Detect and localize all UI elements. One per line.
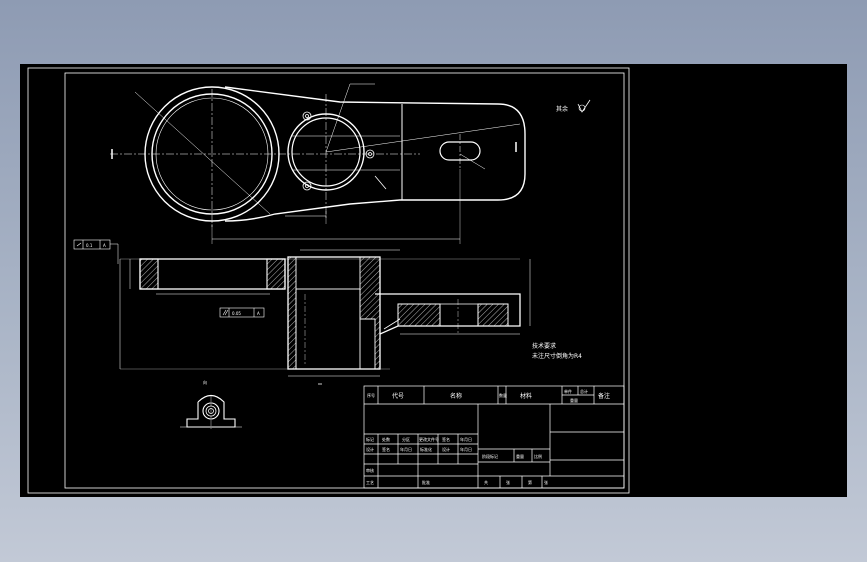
title-block <box>363 385 625 489</box>
aux-view <box>180 394 242 429</box>
cad-viewport[interactable]: 其余 0.1 A <box>20 64 847 497</box>
tb-stage-mark: 阶段标记 <box>482 453 498 459</box>
tb-design: 设计 <box>366 446 374 452</box>
tb-material: 材料 <box>520 392 532 400</box>
tb-approve: 批准 <box>422 479 430 485</box>
tb-review: 审核 <box>366 467 374 473</box>
tb-single: 单件 <box>564 388 572 394</box>
tech-req-title: 技术要求 <box>532 342 556 350</box>
tb-design-sign: 签名 <box>382 446 390 452</box>
tb-weight: 重量 <box>570 397 578 403</box>
parallel-tolerance: 0.05 <box>232 311 241 316</box>
tb-design2: 设计 <box>442 446 450 452</box>
cad-drawing: 其余 0.1 A <box>27 67 630 494</box>
tb-qty: 数量 <box>499 392 507 398</box>
tb-sheets-unit: 张 <box>506 479 510 485</box>
sheet-outer-border <box>27 67 630 494</box>
tb-zone: 分区 <box>402 436 410 442</box>
tb-stage-weight: 重量 <box>516 453 524 459</box>
tb-remark: 备注 <box>598 392 610 400</box>
tb-count: 处数 <box>382 436 390 442</box>
flatness-frame: 0.1 A <box>73 239 119 264</box>
tb-sheet-no: 第 <box>528 479 532 485</box>
tb-process: 工艺 <box>366 480 374 485</box>
tb-total-sheets: 共 <box>484 479 488 485</box>
parallelism-frame: 0.05 A <box>219 307 265 318</box>
tb-design-date: 年月日 <box>400 446 412 452</box>
top-view <box>110 83 526 244</box>
surface-finish-label: 其余 <box>556 105 568 113</box>
front-section-view <box>119 249 531 377</box>
tb-scale: 比例 <box>534 453 542 459</box>
tb-no: 序号 <box>367 392 375 398</box>
tb-sign: 签名 <box>442 436 450 442</box>
sheet-inner-border <box>64 72 625 489</box>
tb-date: 年月日 <box>460 436 472 442</box>
tb-total: 总计 <box>580 388 588 394</box>
tb-name: 名称 <box>450 392 462 400</box>
parallel-datum: A <box>257 311 260 316</box>
flatness-tolerance: 0.1 <box>86 243 93 248</box>
tb-change-doc: 更改文件号 <box>419 436 439 442</box>
tech-req-line: 未注尺寸倒角为R4 <box>532 352 582 360</box>
view-label: 向 <box>203 379 207 385</box>
tb-design2-date: 年月日 <box>460 446 472 452</box>
tb-mark: 标记 <box>366 436 374 442</box>
flatness-datum: A <box>103 243 106 248</box>
tb-standard: 标准化 <box>420 446 432 452</box>
tb-code: 代号 <box>392 392 404 400</box>
tb-sheet-unit: 张 <box>544 479 548 485</box>
